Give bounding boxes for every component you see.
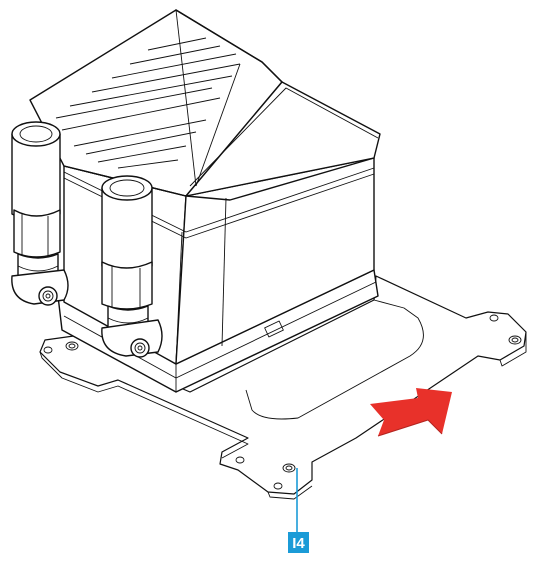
callout-label: I4 xyxy=(292,535,305,552)
tube-fitting-right xyxy=(101,175,163,358)
tube-fitting-left xyxy=(11,121,69,306)
mounting-bracket xyxy=(39,275,527,500)
cooling-fins xyxy=(55,9,241,187)
callout-badge xyxy=(288,532,309,553)
pump-block xyxy=(29,9,381,393)
callout-i4: I4 xyxy=(288,468,309,553)
right-arrow-icon xyxy=(370,388,452,437)
